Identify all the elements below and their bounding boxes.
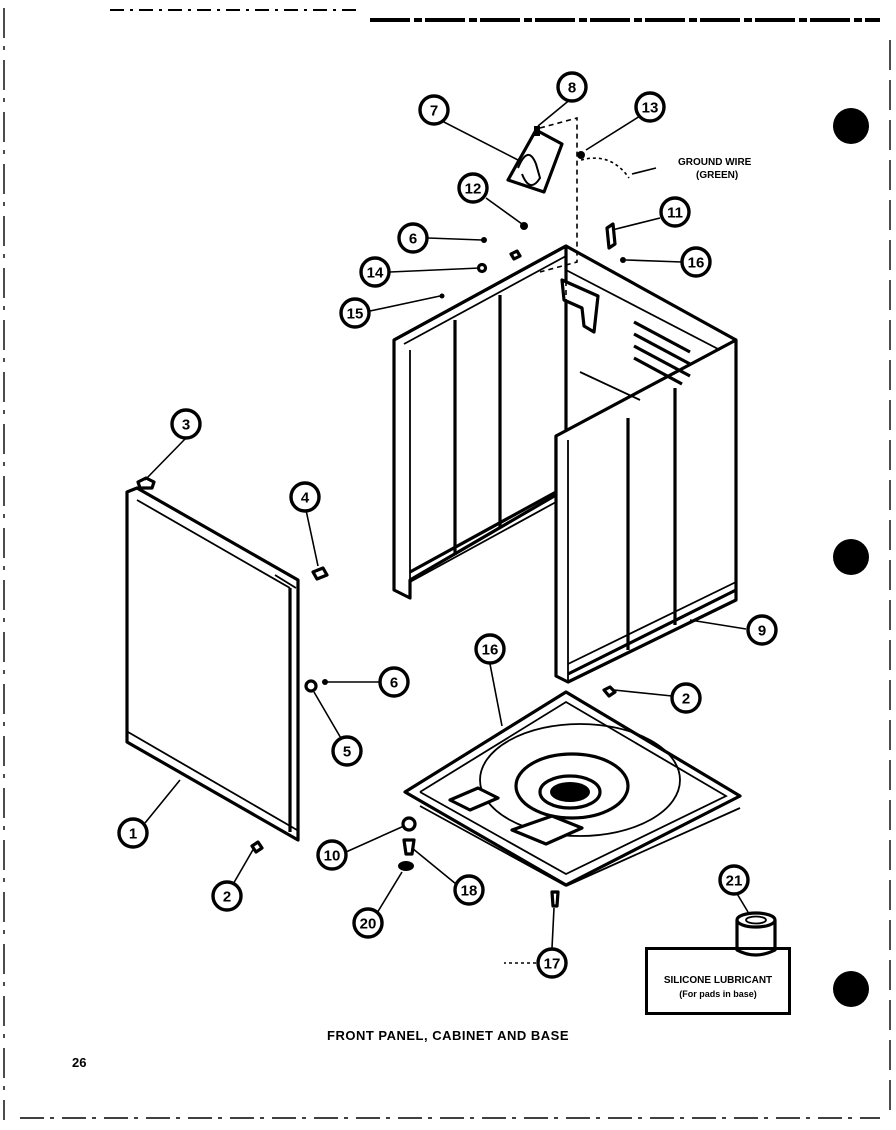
lubricant-can bbox=[735, 911, 777, 957]
svg-text:21: 21 bbox=[726, 873, 743, 890]
svg-text:13: 13 bbox=[642, 100, 659, 117]
scan-border bbox=[3, 8, 891, 1120]
callout-17: 17 bbox=[536, 947, 568, 979]
svg-text:4: 4 bbox=[301, 490, 310, 507]
callout-14: 14 bbox=[359, 256, 391, 288]
callout-6-panel: 6 bbox=[378, 666, 410, 698]
lubricant-box bbox=[645, 947, 791, 1015]
svg-text:20: 20 bbox=[360, 916, 377, 933]
callout-5: 5 bbox=[331, 735, 363, 767]
panel-hardware bbox=[136, 476, 617, 854]
upper-hardware bbox=[439, 116, 630, 420]
page-number: 26 bbox=[72, 1055, 87, 1070]
callout-13: 13 bbox=[634, 91, 666, 123]
callout-8: 8 bbox=[556, 71, 588, 103]
cabinet bbox=[392, 244, 738, 684]
callout-16-top: 16 bbox=[680, 246, 712, 278]
base-feet bbox=[398, 816, 560, 908]
svg-text:8: 8 bbox=[568, 80, 576, 97]
callout-3: 3 bbox=[170, 408, 202, 440]
svg-text:5: 5 bbox=[343, 744, 351, 761]
ground-wire-label-line2: (GREEN) bbox=[696, 170, 739, 181]
callout-7: 7 bbox=[418, 94, 450, 126]
svg-text:18: 18 bbox=[461, 883, 478, 900]
svg-text:15: 15 bbox=[347, 306, 364, 323]
binder-hole-bottom bbox=[833, 971, 869, 1007]
svg-text:6: 6 bbox=[409, 231, 417, 248]
svg-text:12: 12 bbox=[465, 181, 482, 198]
callout-20: 20 bbox=[352, 907, 384, 939]
callout-2-left: 2 bbox=[211, 880, 243, 912]
callout-9: 9 bbox=[746, 614, 778, 646]
callout-1: 1 bbox=[117, 817, 149, 849]
svg-text:9: 9 bbox=[758, 623, 766, 640]
binder-hole-middle bbox=[833, 539, 869, 575]
callout-21: 21 bbox=[718, 864, 750, 896]
callout-18: 18 bbox=[453, 874, 485, 906]
base bbox=[403, 690, 742, 887]
diagram-title: FRONT PANEL, CABINET AND BASE bbox=[327, 1028, 569, 1043]
callout-4: 4 bbox=[289, 481, 321, 513]
svg-text:10: 10 bbox=[324, 848, 341, 865]
binder-hole-top bbox=[833, 108, 869, 144]
svg-text:3: 3 bbox=[182, 417, 190, 434]
svg-text:16: 16 bbox=[482, 642, 499, 659]
svg-text:11: 11 bbox=[667, 205, 683, 222]
callout-16-base: 16 bbox=[474, 633, 506, 665]
callout-10: 10 bbox=[316, 839, 348, 871]
callout-11: 11 bbox=[659, 196, 691, 228]
svg-text:17: 17 bbox=[544, 956, 561, 973]
front-panel bbox=[125, 486, 300, 842]
callout-15: 15 bbox=[339, 297, 371, 329]
callouts: 1 2 2 3 4 5 6 6 7 8 9 10 11 12 13 14 15 … bbox=[117, 71, 778, 979]
leader-lines bbox=[144, 97, 749, 964]
svg-text:14: 14 bbox=[367, 265, 384, 282]
lubricant-label: SILICONE LUBRICANT bbox=[663, 975, 773, 986]
callout-6-top: 6 bbox=[397, 222, 429, 254]
svg-text:1: 1 bbox=[129, 826, 137, 843]
lubricant-note: (For pads in base) bbox=[679, 989, 757, 999]
svg-text:7: 7 bbox=[430, 103, 438, 120]
svg-text:16: 16 bbox=[688, 255, 705, 272]
svg-text:6: 6 bbox=[390, 675, 398, 692]
callout-12: 12 bbox=[457, 172, 489, 204]
callout-2-right: 2 bbox=[670, 682, 702, 714]
svg-text:2: 2 bbox=[223, 889, 231, 906]
ground-wire-label-line1: GROUND WIRE bbox=[678, 157, 752, 168]
svg-text:2: 2 bbox=[682, 691, 690, 708]
